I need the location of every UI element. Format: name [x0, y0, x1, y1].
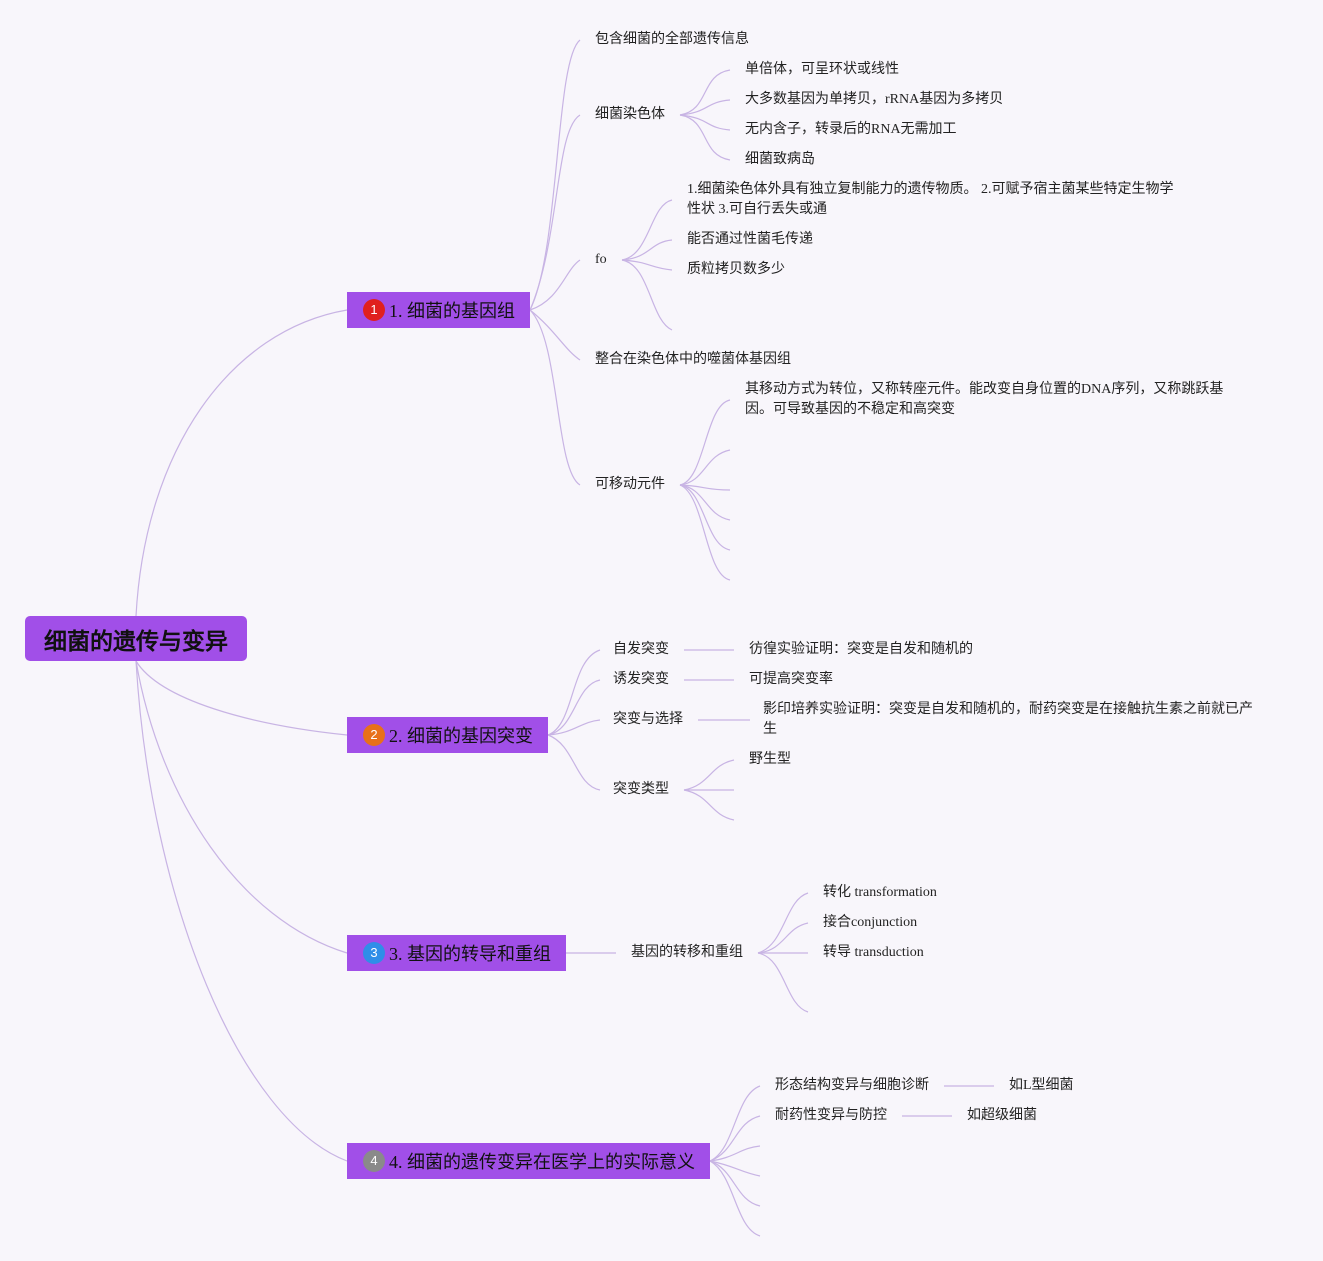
plasmid-item[interactable]: 1.细菌染色体外具有独立复制能力的遗传物质。 2.可赋予宿主菌某些特定生物学性状…	[687, 182, 1174, 217]
spontaneous-mutation-node[interactable]: 自发突变	[613, 642, 669, 657]
transfer-item[interactable]: 转化 transformation	[823, 885, 937, 900]
genome-all-info[interactable]: 包含细菌的全部遗传信息	[595, 32, 749, 47]
induced-mutation-node[interactable]: 诱发突变	[613, 672, 669, 687]
drug-resistance-node[interactable]: 耐药性变异与防控	[775, 1108, 887, 1123]
root-node[interactable]: 细菌的遗传与变异	[25, 616, 247, 661]
plasmid-item[interactable]: 能否通过性菌毛传递	[687, 232, 813, 247]
branch-medical[interactable]: 4 4. 细菌的遗传变异在医学上的实际意义	[347, 1143, 710, 1179]
chromosome-node[interactable]: 细菌染色体	[595, 107, 665, 122]
mutation-type-item[interactable]: 野生型	[749, 752, 791, 767]
chromosome-item[interactable]: 大多数基因为单拷贝，rRNA基因为多拷贝	[745, 92, 1004, 107]
transfer-item[interactable]: 转导 transduction	[823, 945, 924, 960]
badge-4-icon: 4	[363, 1150, 385, 1172]
badge-2-icon: 2	[363, 724, 385, 746]
transfer-node[interactable]: 基因的转移和重组	[631, 945, 743, 960]
mutation-types-node[interactable]: 突变类型	[613, 782, 669, 797]
chromosome-item[interactable]: 细菌致病岛	[745, 152, 815, 167]
selection-node[interactable]: 突变与选择	[613, 712, 683, 727]
mobile-element-node[interactable]: 可移动元件	[595, 477, 665, 492]
badge-1-icon: 1	[363, 299, 385, 321]
morphology-node[interactable]: 形态结构变异与细胞诊断	[775, 1078, 929, 1093]
branch-label: 2. 细菌的基因突变	[389, 726, 533, 746]
drug-resistance-detail[interactable]: 如超级细菌	[967, 1108, 1037, 1123]
branch-label: 3. 基因的转导和重组	[389, 944, 551, 964]
morphology-detail[interactable]: 如L型细菌	[1009, 1078, 1074, 1093]
transfer-item[interactable]: 接合conjunction	[823, 915, 918, 930]
chromosome-item[interactable]: 无内含子，转录后的RNA无需加工	[745, 122, 957, 137]
plasmid-node[interactable]: fo	[595, 252, 607, 267]
branch-label: 1. 细菌的基因组	[389, 301, 515, 321]
branch-genome[interactable]: 1 1. 细菌的基因组	[347, 292, 530, 328]
induced-mutation-detail[interactable]: 可提高突变率	[749, 672, 833, 687]
prophage-node[interactable]: 整合在染色体中的噬菌体基因组	[595, 352, 791, 367]
branch-mutation[interactable]: 2 2. 细菌的基因突变	[347, 717, 548, 753]
badge-3-icon: 3	[363, 942, 385, 964]
spontaneous-mutation-detail[interactable]: 彷徨实验证明：突变是自发和随机的	[749, 642, 973, 657]
branch-transfer[interactable]: 3 3. 基因的转导和重组	[347, 935, 566, 971]
mobile-element-item[interactable]: 其移动方式为转位，又称转座元件。能改变自身位置的DNA序列，又称跳跃基因。可导致…	[745, 382, 1224, 417]
chromosome-item[interactable]: 单倍体，可呈环状或线性	[745, 62, 899, 77]
plasmid-item[interactable]: 质粒拷贝数多少	[687, 262, 785, 277]
root-label: 细菌的遗传与变异	[44, 627, 228, 654]
branch-label: 4. 细菌的遗传变异在医学上的实际意义	[389, 1152, 695, 1172]
selection-detail[interactable]: 影印培养实验证明：突变是自发和随机的，耐药突变是在接触抗生素之前就已产生	[763, 702, 1253, 737]
